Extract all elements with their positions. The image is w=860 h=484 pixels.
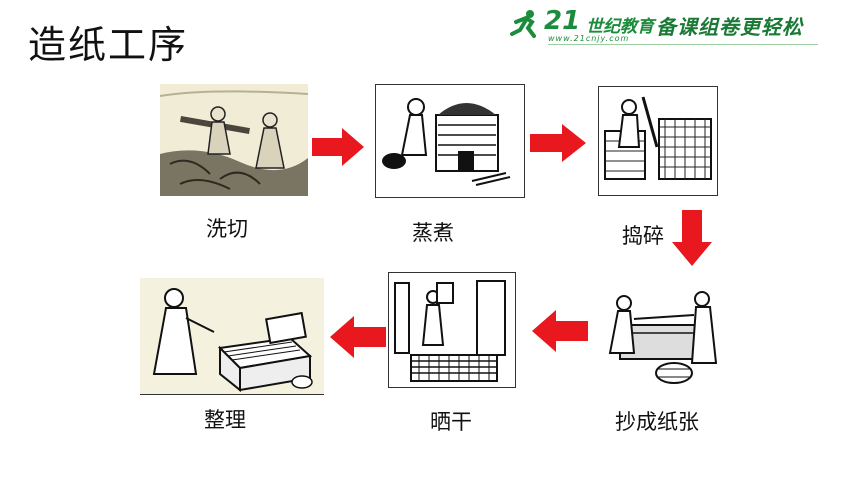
brand-underline (548, 44, 818, 45)
step-label-dry: 晒干 (430, 410, 472, 434)
page-title: 造纸工序 (28, 23, 189, 67)
step-image-wash-cut (160, 84, 308, 196)
arrow-right-icon (530, 124, 586, 162)
dry-illustration (394, 280, 506, 382)
step-label-wash-cut: 洗切 (206, 217, 248, 241)
steam-boil-illustration (382, 98, 511, 186)
brand-slogan: 备课组卷更轻松 (656, 15, 803, 39)
arrange-illustration (152, 288, 313, 393)
runner-logo-icon (510, 10, 536, 38)
step-image-pound (598, 86, 718, 196)
step-image-make-sheet (594, 273, 726, 391)
step-image-arrange (140, 278, 324, 395)
brand-url: www.21cnjy.com (548, 34, 630, 43)
arrow-right-icon (312, 128, 364, 166)
make-sheet-illustration (608, 291, 718, 384)
step-image-steam-boil (375, 84, 525, 198)
step-label-arrange: 整理 (204, 408, 246, 432)
arrow-left-icon (532, 310, 588, 352)
wash-cut-illustration (160, 90, 308, 196)
step-label-make-sheet: 抄成纸张 (615, 410, 699, 434)
brand-number: 21 (544, 6, 581, 36)
pound-illustration (604, 96, 712, 180)
brand-name: 世纪教育 (586, 17, 654, 37)
brand-logo: 21 世纪教育 www.21cnjy.com 备课组卷更轻松 (508, 4, 828, 45)
arrow-left-icon (330, 316, 386, 358)
step-label-steam-boil: 蒸煮 (412, 221, 454, 245)
step-image-dry (388, 272, 516, 388)
step-label-pound: 捣碎 (622, 224, 664, 248)
arrow-down-icon (672, 210, 712, 266)
